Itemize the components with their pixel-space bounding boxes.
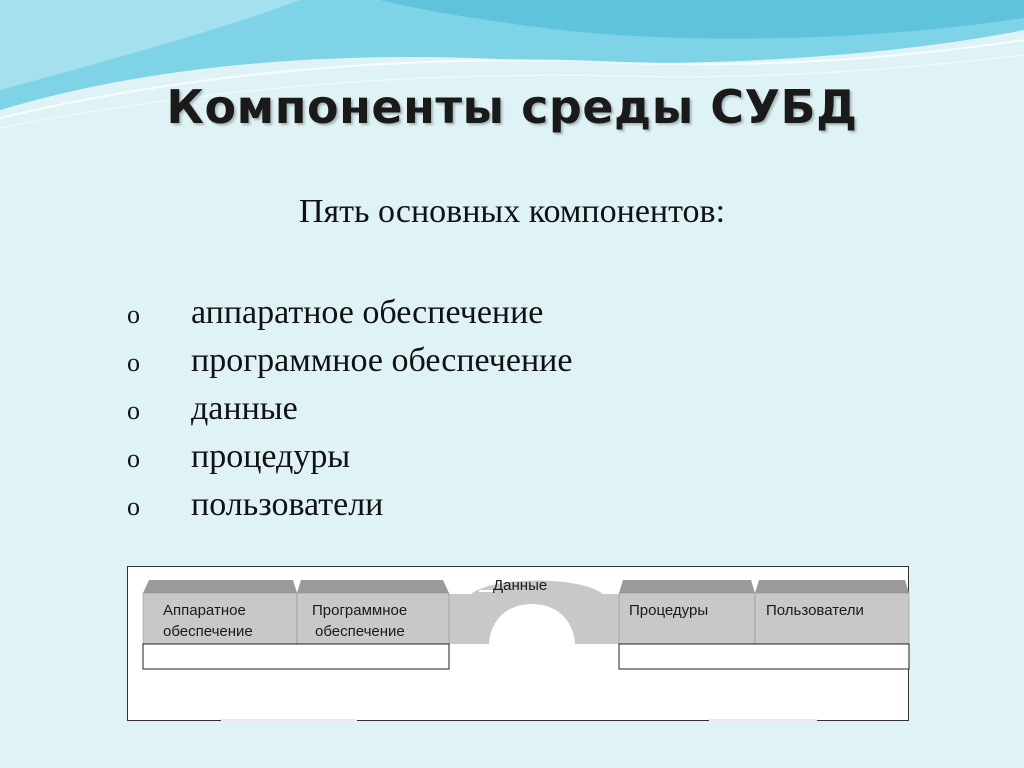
hardware-label-line1: Аппаратное (163, 602, 246, 619)
list-item-text: пользователи (191, 486, 384, 523)
list-item-text: аппаратное обеспечение (191, 294, 544, 331)
data-label: Данные (493, 577, 547, 594)
slide-subtitle: Пять основных компонентов: (298, 193, 726, 230)
list-item: o процедуры (127, 433, 572, 481)
software-box (296, 592, 450, 645)
components-list: o аппаратное обеспечение o программное обе… (127, 289, 572, 529)
list-item-text: процедуры (191, 438, 351, 475)
list-item: o аппаратное обеспечение (127, 289, 572, 337)
background-wave (0, 0, 1024, 129)
software-box-top (297, 580, 449, 593)
dbms-components-diagram: Аппаратное обеспечение Программное обесп… (127, 566, 910, 721)
list-item: o пользователи (127, 481, 572, 529)
users-box-top (755, 580, 909, 593)
procedures-label: Процедуры (629, 602, 708, 619)
left-base-box (142, 643, 450, 670)
software-label-line2: обеспечение (315, 623, 405, 640)
right-base-box (618, 643, 910, 670)
users-box (754, 592, 910, 645)
list-item: o программное обеспечение (127, 337, 572, 385)
users-label: Пользователи (766, 602, 864, 619)
slide-title: Компоненты среды СУБД (166, 80, 858, 134)
list-item-text: программное обеспечение (191, 342, 573, 379)
hardware-box (142, 592, 298, 645)
bullet-marker: o (127, 348, 140, 377)
data-bridge (449, 580, 619, 644)
procedures-box-top (619, 580, 755, 593)
list-item: o данные (127, 385, 572, 433)
hardware-box-top (143, 580, 297, 593)
bullet-marker: o (127, 300, 140, 329)
list-item-text: данные (191, 390, 298, 427)
bullet-marker: o (127, 396, 140, 425)
software-label-line1: Программное (312, 602, 407, 619)
bullet-marker: o (127, 492, 140, 521)
bullet-marker: o (127, 444, 140, 473)
hardware-label-line2: обеспечение (163, 623, 253, 640)
